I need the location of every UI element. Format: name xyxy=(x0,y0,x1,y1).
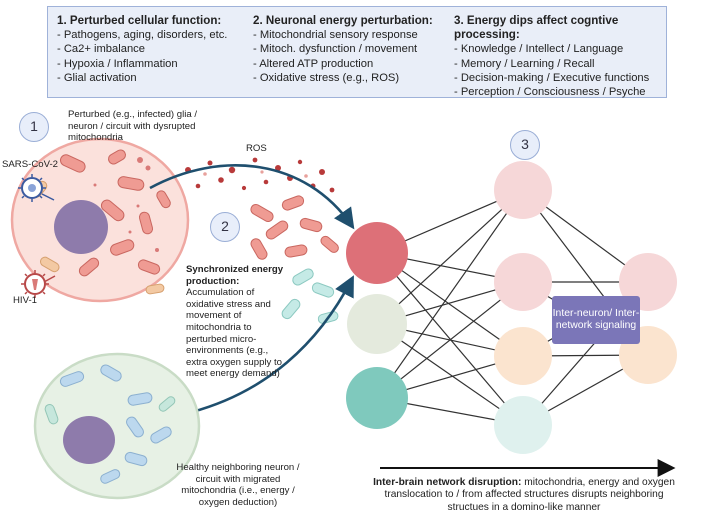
panel-item: - Mitoch. dysfunction / movement xyxy=(253,43,418,56)
disruption-title: Inter-brain network disruption: xyxy=(373,477,522,488)
network-edge xyxy=(376,281,524,399)
sync-title: Synchronized energy production: xyxy=(186,264,284,287)
panel-item: - Decision-making / Executive functions xyxy=(454,71,650,84)
disruption-caption: Inter-brain network disruption: mitochon… xyxy=(368,477,680,514)
panel-column-3: 3. Energy dips affect cogntive processin… xyxy=(454,14,664,99)
panel-item: - Hypoxia / Inflammation xyxy=(57,57,178,70)
network-node xyxy=(347,294,407,354)
signaling-label: Inter-neuron/ Inter-network signaling xyxy=(552,307,640,332)
ros-label: ROS xyxy=(246,143,267,154)
arrow-to-network-top xyxy=(149,164,355,230)
hiv-label: HIV-1 xyxy=(13,295,37,306)
panel-item: - Memory / Learning / Recall xyxy=(454,57,595,70)
panel-heading: 3. Energy dips affect cogntive processin… xyxy=(454,14,619,42)
panel-item: - Perception / Consciousness / Psyche xyxy=(454,86,646,99)
migrating-mitochondria xyxy=(250,195,339,324)
network-node xyxy=(494,396,552,454)
arrow-to-network-bottom xyxy=(191,275,354,414)
perturbed-nucleus xyxy=(54,200,108,254)
panel-item: - Oxidative stress (e.g., ROS) xyxy=(253,71,400,84)
healthy-cell-label: Healthy neighboring neuron / circuit wit… xyxy=(176,462,300,508)
healthy-nucleus xyxy=(63,416,115,464)
hiv-1-virus xyxy=(21,270,56,298)
sync-body: Accumulation of oxidative stress and mov… xyxy=(186,287,282,380)
network-edge xyxy=(376,189,524,399)
panel-item: - Glial activation xyxy=(57,71,137,84)
network-node xyxy=(346,367,408,429)
network-edge xyxy=(376,189,524,325)
info-panel: 1. Perturbed cellular function: - Pathog… xyxy=(47,6,667,98)
panel-item: - Pathogens, aging, disorders, etc. xyxy=(57,29,228,42)
step-2-badge: 2 xyxy=(210,212,240,242)
network-node xyxy=(494,327,552,385)
panel-item: - Altered ATP production xyxy=(253,57,374,70)
step-3-badge: 3 xyxy=(510,130,540,160)
healthy-cell xyxy=(33,352,201,500)
signaling-box: Inter-neuron/ Inter-network signaling xyxy=(552,296,640,344)
panel-item: - Mitochondrial sensory response xyxy=(253,29,418,42)
panel-item: - Knowledge / Intellect / Language xyxy=(454,43,624,56)
sync-text-block: Synchronized energy production: Accumula… xyxy=(186,264,286,380)
network-node xyxy=(346,222,408,284)
network-node xyxy=(494,253,552,311)
disruption-body: mitochondria, energy and oxygen transloc… xyxy=(384,477,675,513)
panel-heading: 1. Perturbed cellular function: xyxy=(57,14,222,27)
perturbed-mitochondria xyxy=(59,149,171,277)
sars-cov-2-virus xyxy=(18,174,55,202)
perturbed-cell-label: Perturbed (e.g., infected) glia / neuron… xyxy=(68,109,198,144)
step-1-badge: 1 xyxy=(19,112,49,142)
panel-item: - Ca2+ imbalance xyxy=(57,43,145,56)
network-node xyxy=(494,161,552,219)
sars-label: SARS-CoV-2 xyxy=(2,159,58,170)
network-edge xyxy=(376,252,524,426)
panel-column-1: 1. Perturbed cellular function: - Pathog… xyxy=(57,14,257,85)
panel-column-2: 2. Neuronal energy perturbation: - Mitoc… xyxy=(253,14,453,85)
healthy-mitochondria xyxy=(44,364,176,484)
panel-heading: 2. Neuronal energy perturbation: xyxy=(253,14,433,27)
